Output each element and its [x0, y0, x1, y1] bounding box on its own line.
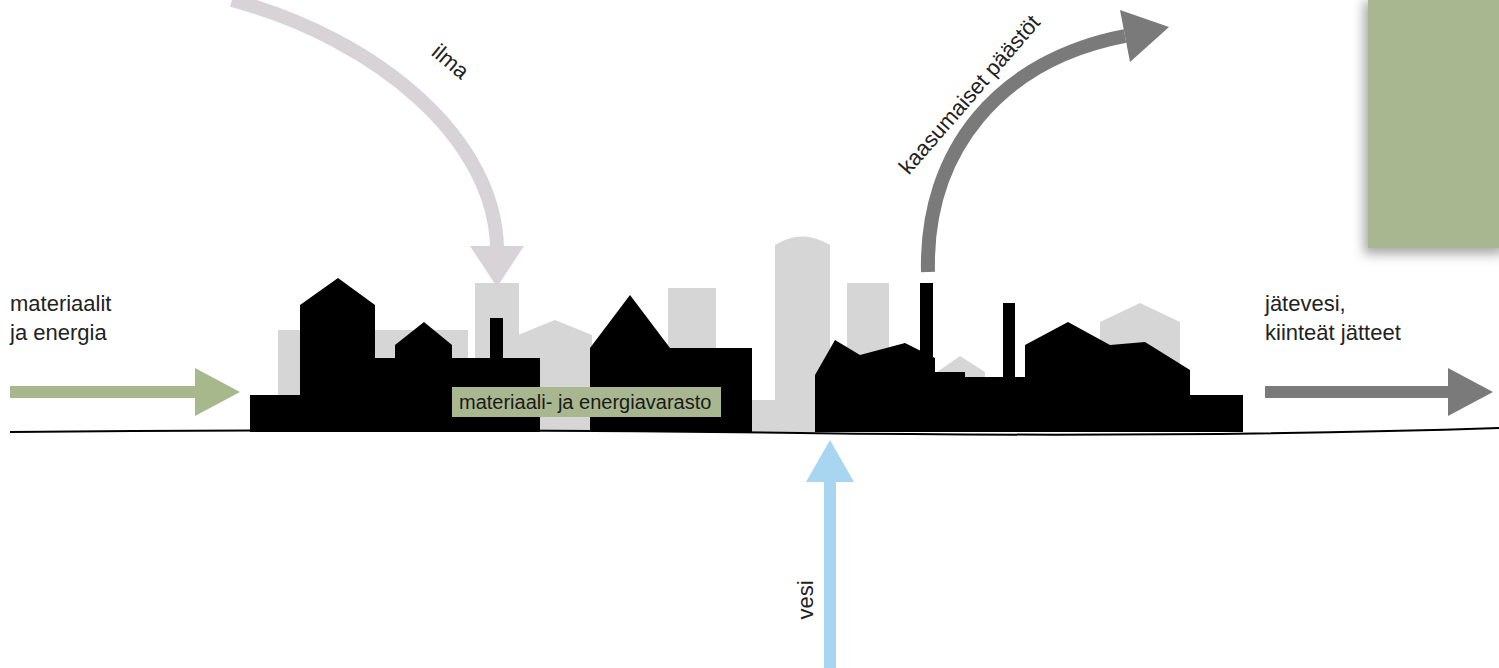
water-label: vesi	[792, 580, 821, 619]
output-arrow	[1265, 386, 1452, 398]
black-buildings	[250, 278, 1243, 432]
input-arrow	[10, 386, 200, 398]
water-arrow	[824, 478, 836, 668]
emission-label: kaasumaiset päästöt	[893, 9, 1047, 180]
water-arrowhead	[806, 440, 854, 482]
emission-arrow	[928, 36, 1125, 272]
emission-arrowhead	[1120, 10, 1169, 62]
ground-line	[10, 428, 1499, 435]
air-label: ilma	[425, 38, 474, 86]
storage-box: materiaali- ja energiavarasto	[452, 387, 721, 417]
box-text: materiaali- ja energiavarasto	[459, 390, 714, 414]
air-arrowhead	[470, 246, 524, 287]
green-panel	[1368, 0, 1499, 248]
output-label: jätevesi, kiinteät jätteet	[1265, 290, 1410, 347]
input-arrowhead	[195, 368, 240, 416]
input-label: materiaalit ja energia	[10, 290, 120, 347]
air-arrow	[232, 0, 497, 248]
output-arrowhead	[1448, 368, 1493, 416]
